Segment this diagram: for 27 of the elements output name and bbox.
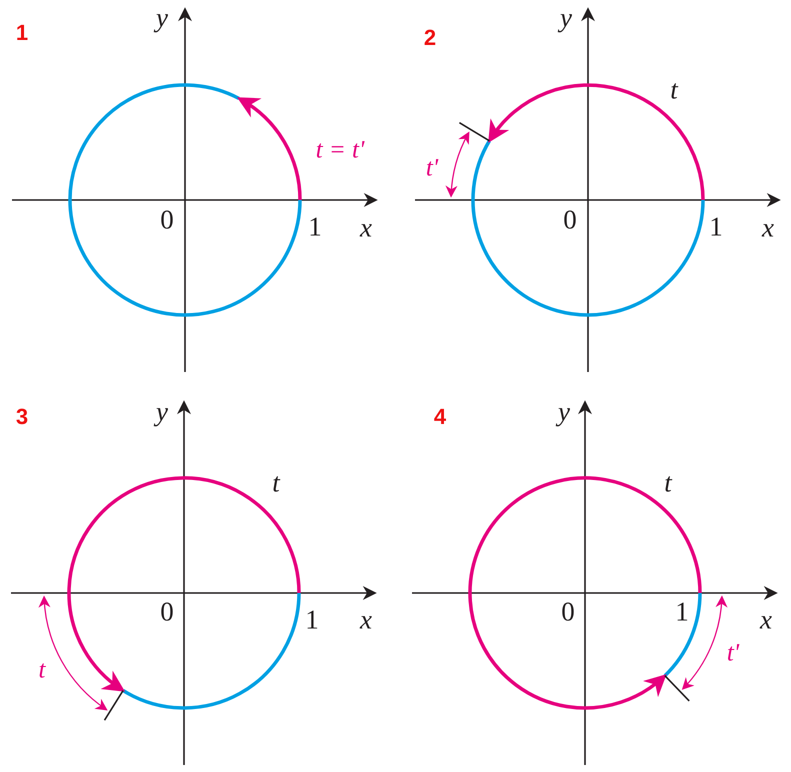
angle-label: t — [272, 470, 280, 496]
panel-number: 4 — [434, 406, 446, 428]
tick-label: 1 — [675, 598, 689, 626]
axis-label: x — [360, 606, 372, 634]
panel-number: 1 — [16, 22, 28, 44]
angle-label: t — [38, 658, 46, 682]
axis-label: y — [156, 398, 168, 426]
tick-label: 1 — [709, 214, 723, 240]
angle-label: t' — [426, 156, 438, 180]
angle-label: t = t' — [316, 138, 364, 162]
origin-label: 0 — [160, 206, 174, 234]
tick-label: 1 — [308, 214, 322, 240]
panel-number: 3 — [16, 406, 28, 428]
panel-number: 2 — [424, 27, 436, 49]
axis-label: y — [156, 4, 168, 32]
angle-label: t — [664, 470, 672, 496]
origin-label: 0 — [561, 598, 575, 626]
axis-label: x — [760, 606, 772, 634]
origin-label: 0 — [160, 598, 174, 626]
angle-label: t — [670, 76, 678, 104]
origin-label: 0 — [563, 206, 577, 234]
axis-label: y — [560, 4, 572, 32]
axis-label: y — [558, 398, 570, 426]
tick-label: 1 — [305, 606, 319, 634]
axis-label: x — [762, 214, 774, 242]
angle-label: t' — [726, 640, 740, 666]
axis-label: x — [360, 214, 372, 242]
